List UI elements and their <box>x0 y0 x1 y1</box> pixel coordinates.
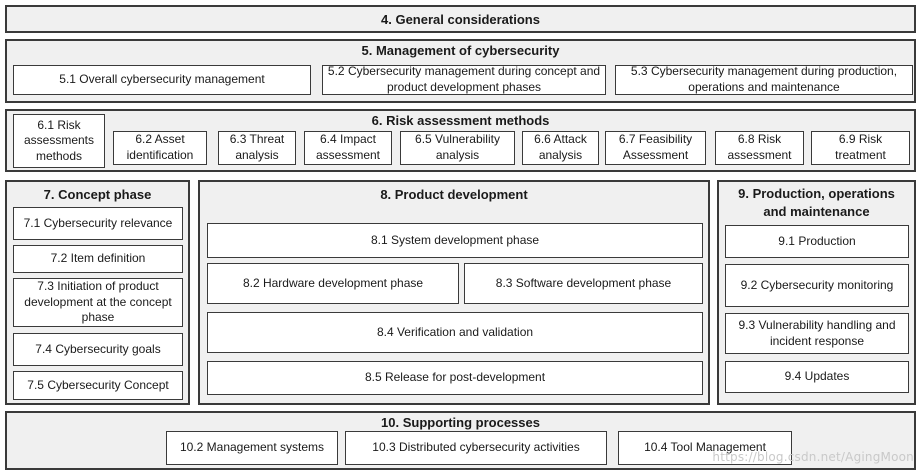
section-concept-phase: 7. Concept phase 7.1 Cybersecurity relev… <box>5 180 190 405</box>
section-risk-assessment-methods: 6. Risk assessment methods 6.1 Risk asse… <box>5 109 916 172</box>
box-8-5: 8.5 Release for post-development <box>207 361 703 395</box>
section-title: 7. Concept phase <box>43 187 152 202</box>
section-title: 6. Risk assessment methods <box>371 113 550 128</box>
box-9-2: 9.2 Cybersecurity monitoring <box>725 264 909 307</box>
box-7-1: 7.1 Cybersecurity relevance <box>13 207 183 240</box>
section-title: 4. General considerations <box>381 12 540 27</box>
box-7-2: 7.2 Item definition <box>13 245 183 273</box>
section-product-development: 8. Product development 8.1 System develo… <box>198 180 710 405</box>
box-7-4: 7.4 Cybersecurity goals <box>13 333 183 366</box>
box-6-2: 6.2 Asset identification <box>113 131 207 165</box>
box-6-7: 6.7 Feasibility Assessment <box>605 131 706 165</box>
section-management-of-cybersecurity: 5. Management of cybersecurity 5.1 Overa… <box>5 39 916 103</box>
watermark-url: https://blog.csdn.net/AgingMoon <box>712 450 914 464</box>
box-5-1: 5.1 Overall cybersecurity management <box>13 65 311 95</box>
box-8-3: 8.3 Software development phase <box>464 263 703 304</box>
box-5-2: 5.2 Cybersecurity management during conc… <box>322 64 606 95</box>
box-6-1: 6.1 Risk assessments methods <box>13 114 105 168</box>
box-9-4: 9.4 Updates <box>725 361 909 393</box>
box-8-4: 8.4 Verification and validation <box>207 312 703 353</box>
box-6-4: 6.4 Impact assessment <box>304 131 392 165</box>
box-7-5: 7.5 Cybersecurity Concept <box>13 371 183 400</box>
section-supporting-processes: 10. Supporting processes 10.2 Management… <box>5 411 916 470</box>
section-title: 9. Production, operations and maintenanc… <box>738 186 895 219</box>
section-title: 8. Product development <box>380 187 528 202</box>
box-6-9: 6.9 Risk treatment <box>811 131 910 165</box>
box-6-8: 6.8 Risk assessment <box>715 131 804 165</box>
box-6-6: 6.6 Attack analysis <box>522 131 599 165</box>
section-title: 10. Supporting processes <box>381 415 540 430</box>
box-7-3: 7.3 Initiation of product development at… <box>13 278 183 327</box>
section-title: 5. Management of cybersecurity <box>361 43 560 58</box>
box-10-4: 10.4 Tool Management <box>618 431 792 465</box>
box-9-1: 9.1 Production <box>725 225 909 258</box>
section-general-considerations: 4. General considerations <box>5 5 916 33</box>
box-5-3: 5.3 Cybersecurity management during prod… <box>615 64 913 95</box>
section-production-operations-maintenance: 9. Production, operations and maintenanc… <box>717 180 916 405</box>
box-10-2: 10.2 Management systems <box>166 431 338 465</box>
box-8-1: 8.1 System development phase <box>207 223 703 258</box>
box-10-3: 10.3 Distributed cybersecurity activitie… <box>345 431 607 465</box>
box-8-2: 8.2 Hardware development phase <box>207 263 459 304</box>
box-6-3: 6.3 Threat analysis <box>218 131 296 165</box>
box-9-3: 9.3 Vulnerability handling and incident … <box>725 313 909 354</box>
box-6-5: 6.5 Vulnerability analysis <box>400 131 515 165</box>
